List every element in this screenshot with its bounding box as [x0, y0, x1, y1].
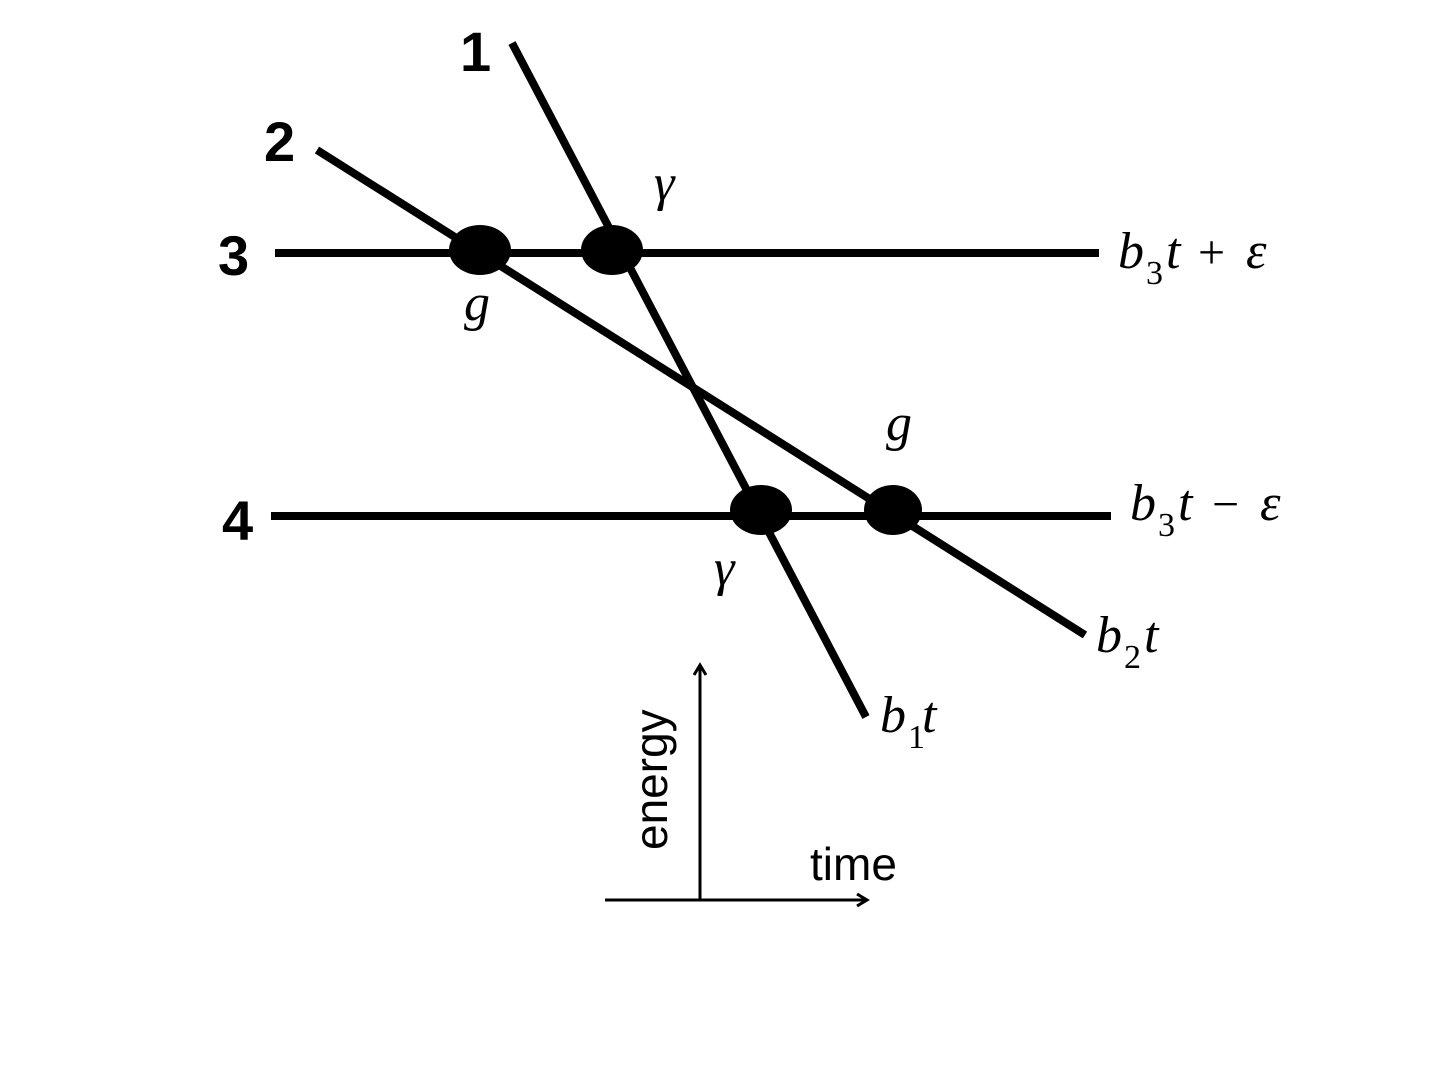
- svg-text:ε: ε: [1246, 223, 1267, 280]
- svg-text:−: −: [1212, 478, 1239, 531]
- svg-text:t: t: [922, 687, 938, 744]
- svg-text:b: b: [1130, 475, 1156, 532]
- equation-line-4: b 3 t − ε: [1130, 475, 1281, 544]
- energy-axis-label: energy: [625, 709, 677, 850]
- crossing-label-g-lower: g: [886, 395, 912, 452]
- crossing-dot-1-4: [730, 485, 792, 535]
- crossing-label-gamma-upper: γ: [654, 155, 676, 212]
- crossing-dot-1-3: [581, 225, 643, 275]
- svg-text:b: b: [1118, 223, 1144, 280]
- equation-line-2: b 2 t: [1096, 607, 1160, 676]
- svg-text:3: 3: [1146, 255, 1163, 292]
- line-label-2: 2: [264, 110, 295, 173]
- crossing-label-gamma-lower: γ: [714, 540, 736, 597]
- line-label-4: 4: [222, 489, 253, 552]
- equation-line-3: b 3 t + ε: [1118, 223, 1267, 292]
- svg-text:1: 1: [908, 719, 925, 756]
- svg-text:t: t: [1144, 607, 1160, 664]
- svg-text:b: b: [880, 687, 906, 744]
- line-label-1: 1: [460, 20, 491, 83]
- svg-text:b: b: [1096, 607, 1122, 664]
- equation-line-1: b 1 t: [880, 687, 938, 756]
- svg-text:ε: ε: [1260, 475, 1281, 532]
- svg-text:t: t: [1178, 475, 1194, 532]
- svg-text:t: t: [1166, 223, 1182, 280]
- svg-text:3: 3: [1158, 507, 1175, 544]
- crossing-label-g-upper: g: [464, 275, 490, 332]
- crossing-dot-2-4: [864, 485, 922, 535]
- svg-text:2: 2: [1124, 639, 1141, 676]
- svg-text:+: +: [1198, 226, 1225, 279]
- line-2: [314, 146, 1088, 639]
- line-1: [508, 41, 870, 719]
- crossing-dot-2-3: [449, 225, 511, 275]
- time-axis-label: time: [810, 838, 897, 890]
- line-label-3: 3: [218, 224, 249, 287]
